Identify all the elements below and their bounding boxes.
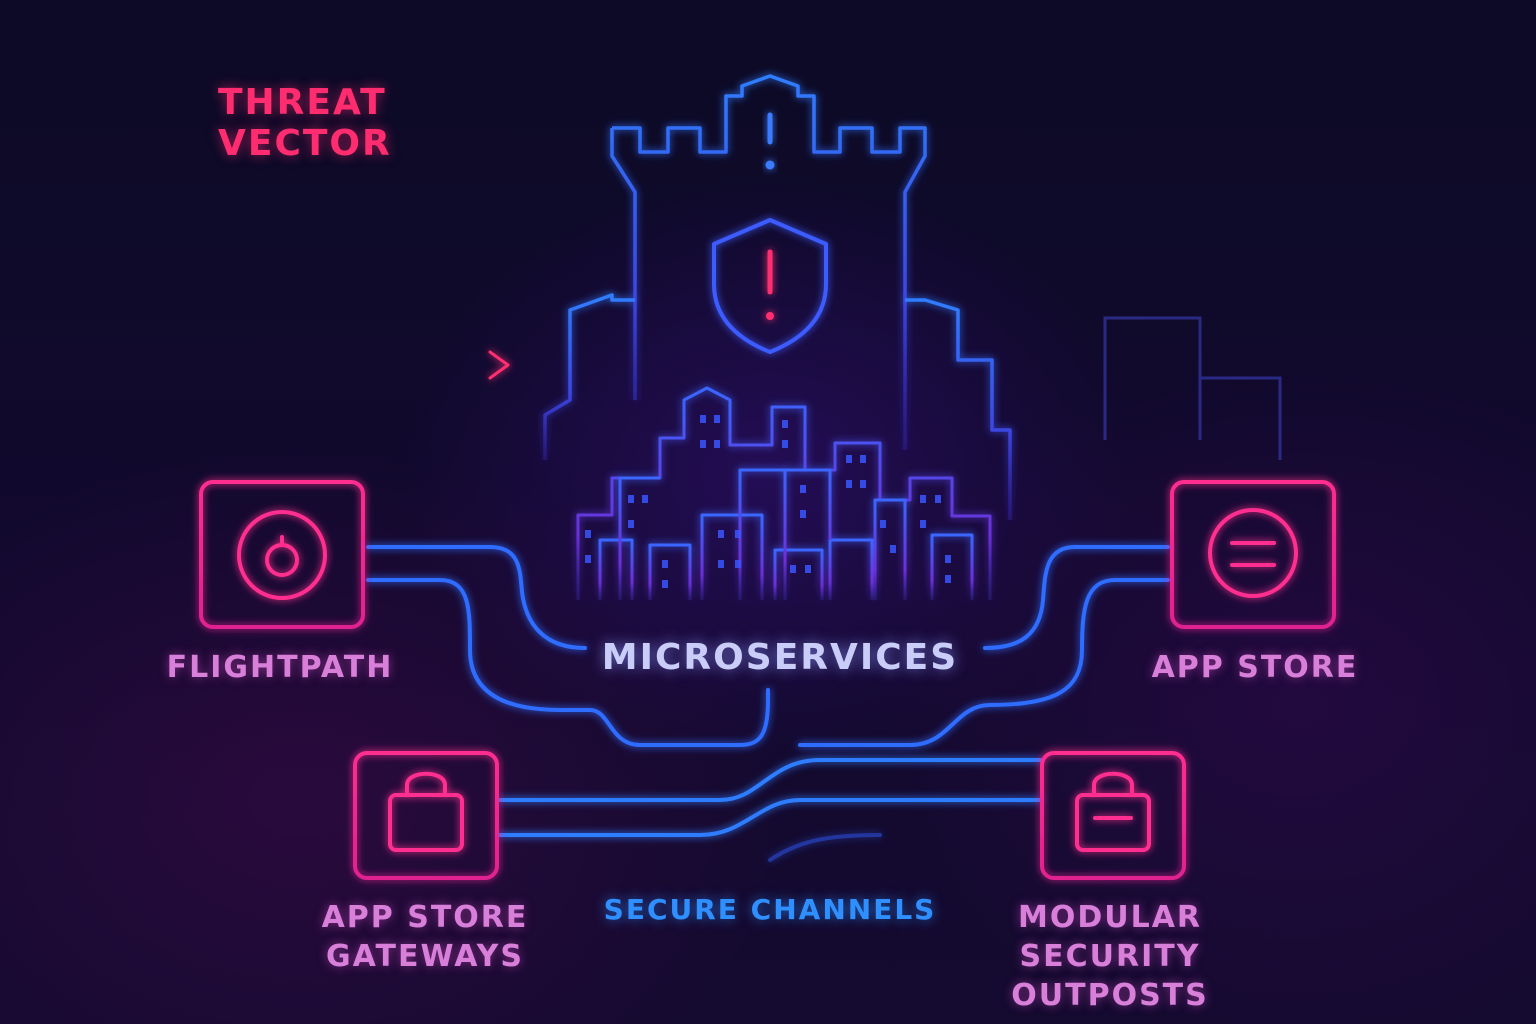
padlock-icon <box>388 771 464 852</box>
outposts-label-line3: OUTPOSTS <box>1011 978 1209 1013</box>
microservices-label: MICROSERVICES <box>601 637 959 678</box>
secure-channel-lines <box>366 545 1170 862</box>
secure-channels-label: SECURE CHANNELS <box>603 893 937 926</box>
node-app-store-gateways <box>353 751 499 880</box>
gateways-label-line1: APP STORE <box>321 900 529 935</box>
app-store-gateways-label: APP STORE GATEWAYS <box>270 898 580 976</box>
outposts-label-line1: MODULAR <box>1017 900 1203 935</box>
node-security-outposts <box>1040 751 1186 880</box>
power-dial-icon <box>237 510 327 600</box>
city-windows <box>585 415 951 588</box>
alert-shield-icon <box>712 218 828 354</box>
distant-buildings <box>1103 316 1282 460</box>
node-app-store <box>1170 480 1336 629</box>
threat-label-line1: THREAT <box>218 82 387 123</box>
warning-exclamation-icon <box>765 112 775 170</box>
fortress-tower <box>543 74 1012 520</box>
equals-circle-icon <box>1208 508 1298 598</box>
node-flightpath <box>199 480 365 629</box>
flightpath-label: FLIGHTPATH <box>166 650 394 685</box>
app-store-label: APP STORE <box>1151 650 1359 685</box>
threat-label-line2: VECTOR <box>218 123 392 165</box>
microservices-city <box>576 386 992 600</box>
threat-vector-label: THREAT VECTOR <box>218 82 392 165</box>
threat-vector-arrow <box>248 350 510 380</box>
outposts-label-line2: SECURITY <box>1019 939 1201 974</box>
gateways-label-line2: GATEWAYS <box>326 939 524 974</box>
padlock-icon <box>1075 771 1151 852</box>
security-outposts-label: MODULAR SECURITY OUTPOSTS <box>960 898 1260 1015</box>
